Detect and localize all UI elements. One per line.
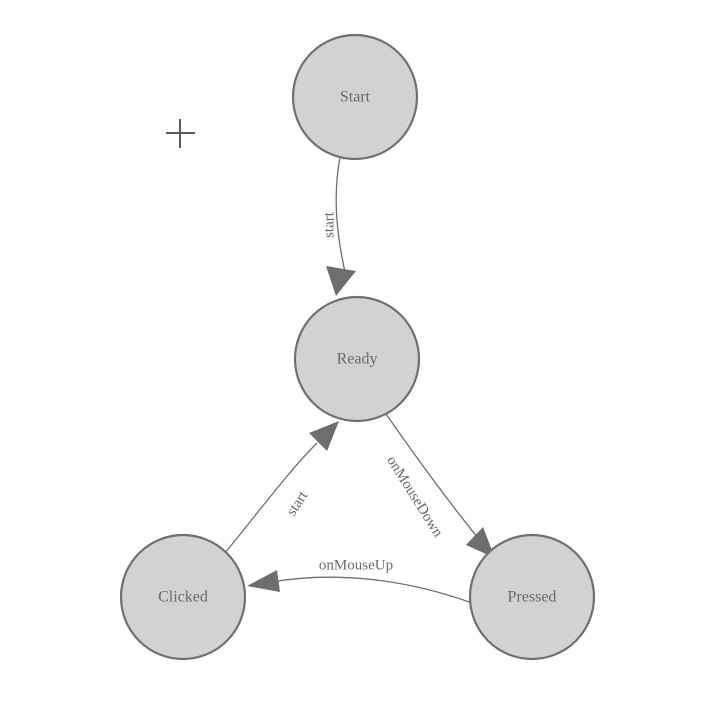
node-start-circle <box>291 33 419 161</box>
edge-label-ready-to-pressed: onMouseDown <box>383 453 446 540</box>
node-start[interactable]: Start <box>291 33 419 161</box>
crosshair-icon <box>166 119 195 148</box>
edge-path-clicked-to-ready <box>224 442 318 554</box>
arrowhead-start-to-ready <box>326 266 356 296</box>
edge-path-pressed-to-clicked <box>270 576 473 604</box>
arrowhead-pressed-to-clicked <box>247 570 280 592</box>
node-pressed[interactable]: Pressed <box>468 533 596 661</box>
node-ready-label: Ready <box>337 351 378 368</box>
node-pressed-circle <box>468 533 596 661</box>
node-clicked-circle <box>119 533 247 661</box>
edge-clicked-to-ready[interactable]: start <box>224 421 339 554</box>
edge-start-to-ready[interactable]: start <box>321 156 356 296</box>
edge-path-ready-to-pressed <box>385 413 487 549</box>
edge-label-clicked-to-ready: start <box>284 488 312 519</box>
node-ready-circle <box>293 295 421 423</box>
node-ready[interactable]: Ready <box>293 295 421 423</box>
edge-path-start-to-ready <box>335 156 346 273</box>
arrowhead-clicked-to-ready <box>309 421 339 451</box>
node-clicked-label: Clicked <box>158 589 208 606</box>
edge-label-start-to-ready: start <box>321 211 337 238</box>
node-clicked[interactable]: Clicked <box>119 533 247 661</box>
edge-pressed-to-clicked[interactable]: onMouseUp <box>247 557 473 604</box>
edge-ready-to-pressed[interactable]: onMouseDown <box>383 413 495 558</box>
node-pressed-label: Pressed <box>508 589 557 606</box>
arrowhead-ready-to-pressed <box>466 527 495 558</box>
node-start-label: Start <box>340 89 371 106</box>
edge-label-pressed-to-clicked: onMouseUp <box>319 557 393 573</box>
